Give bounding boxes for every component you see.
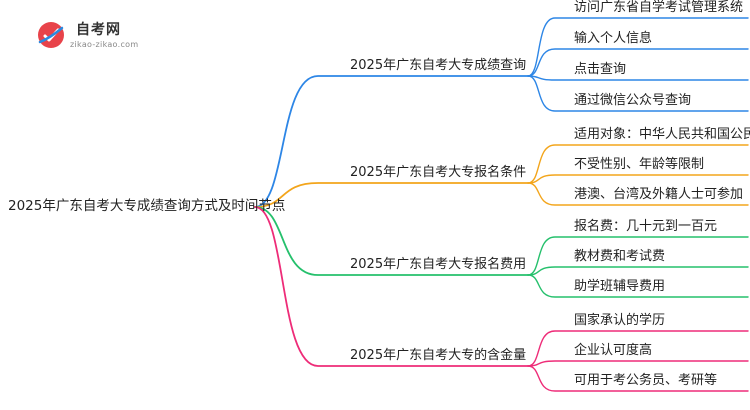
branch-label: 2025年广东自考大专的含金量: [350, 348, 527, 363]
leaf-label: 适用对象：中华人民共和国公民: [574, 127, 750, 142]
logo-badge-icon: [38, 22, 64, 48]
branch-connector: [254, 75, 529, 208]
branch-label: 2025年广东自考大专报名费用: [350, 257, 527, 272]
leaf-label: 助学班辅导费用: [574, 279, 666, 294]
branch-label: 2025年广东自考大专报名条件: [350, 165, 527, 180]
leaf-label: 点击查询: [574, 62, 627, 77]
leaf-connector: [527, 266, 749, 276]
logo-name: 自考网: [76, 22, 121, 38]
leaf-label: 访问广东省自学考试管理系统: [574, 0, 744, 15]
branch-label: 2025年广东自考大专成绩查询: [350, 58, 527, 73]
branch-connector: [254, 182, 529, 208]
leaf-label: 不受性别、年龄等限制: [574, 157, 705, 172]
leaf-connector: [527, 365, 749, 392]
leaf-connector: [527, 174, 749, 184]
logo-domain: zikao-zikao.com: [70, 40, 139, 49]
site-logo: 自考网 zikao-zikao.com: [36, 16, 156, 56]
leaf-connector: [527, 48, 749, 77]
leaf-connector: [527, 17, 749, 77]
leaf-connector: [527, 360, 749, 367]
leaf-label: 输入个人信息: [574, 31, 653, 46]
leaf-label: 通过微信公众号查询: [574, 93, 692, 108]
leaf-label: 港澳、台湾及外籍人士可参加: [574, 187, 744, 202]
leaf-label: 可用于考公务员、考研等: [574, 373, 718, 388]
leaf-connector: [527, 236, 749, 276]
leaf-label: 教材费和考试费: [574, 249, 666, 264]
leaf-connector: [527, 274, 749, 298]
leaf-label: 企业认可度高: [574, 343, 653, 358]
branch-connector: [254, 206, 529, 367]
leaf-label: 报名费：几十元到一百元: [574, 219, 718, 234]
leaf-label: 国家承认的学历: [574, 313, 666, 328]
branch-connector: [254, 206, 529, 276]
leaf-connector: [527, 75, 749, 81]
leaf-connector: [527, 144, 749, 184]
leaf-connector: [527, 330, 749, 367]
mindmap-root: 2025年广东自考大专成绩查询方式及时间节点: [8, 198, 286, 214]
leaf-connector: [527, 75, 749, 112]
leaf-connector: [527, 182, 749, 206]
